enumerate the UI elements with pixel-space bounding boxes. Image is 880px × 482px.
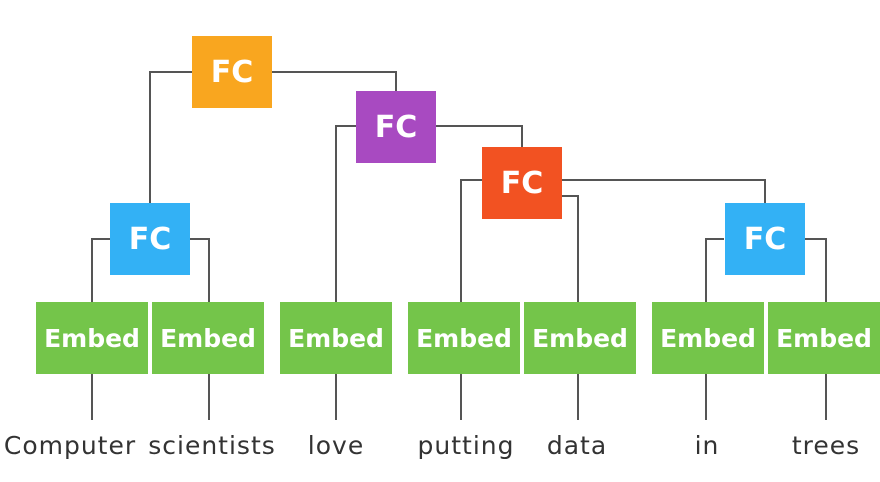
edge-fc-it-right (805, 238, 827, 302)
edge-fc-cs-right (190, 238, 210, 302)
fc-root-node: FC (192, 36, 272, 108)
fc-putting-branch-node: FC (482, 147, 562, 219)
embed-node-love: Embed (280, 302, 392, 374)
word-in: in (694, 431, 720, 460)
embed-node-scientists: Embed (152, 302, 264, 374)
embed-node-putting: Embed (408, 302, 520, 374)
edge-purple-left (335, 125, 356, 302)
edge-purple-right (435, 125, 523, 147)
edge-red-left (460, 179, 482, 302)
word-love: love (307, 431, 365, 460)
edge-red-upper-right (561, 179, 766, 203)
embed-node-data: Embed (524, 302, 636, 374)
fc-computer-scientists-node: FC (110, 203, 190, 275)
edge-root-left (149, 71, 192, 203)
fc-in-trees-node: FC (725, 203, 805, 275)
edge-root-right (272, 71, 397, 91)
embed-node-in: Embed (652, 302, 764, 374)
word-computer: Computer (3, 431, 137, 460)
embed-node-trees: Embed (768, 302, 880, 374)
edge-fc-cs-left (91, 238, 110, 302)
fc-love-branch-node: FC (356, 91, 436, 163)
embed-node-computer: Embed (36, 302, 148, 374)
word-data: data (546, 431, 608, 460)
word-trees: trees (791, 431, 861, 460)
word-putting: putting (417, 431, 515, 460)
edge-fc-it-left (705, 238, 724, 302)
word-scientists: scientists (148, 431, 276, 460)
edge-red-lower-right (561, 195, 579, 302)
